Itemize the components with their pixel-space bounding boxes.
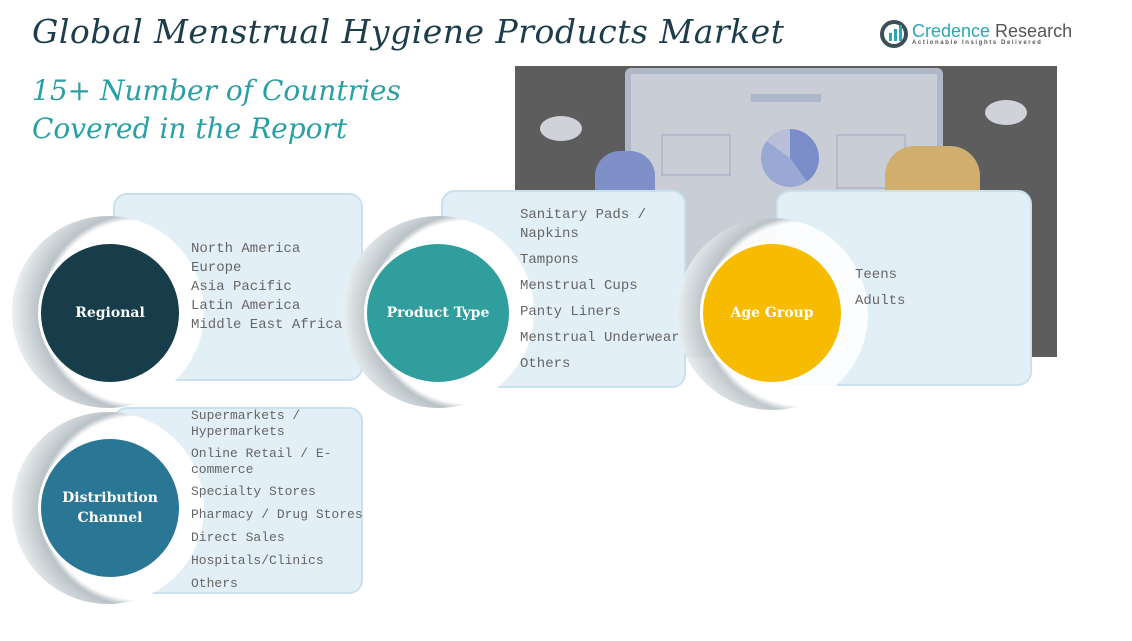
list-item: Direct Sales bbox=[191, 530, 285, 545]
regional-circle: Regional bbox=[38, 241, 182, 385]
list-item: Middle East Africa bbox=[191, 317, 343, 333]
list-item: Supermarkets / Hypermarkets bbox=[191, 408, 301, 439]
regional-list: North America Europe Asia Pacific Latin … bbox=[191, 240, 342, 335]
logo-name: Credence Research bbox=[912, 21, 1073, 41]
list-item: Hospitals/Clinics bbox=[191, 553, 324, 568]
credence-logo: Credence Research Actionable Insights De… bbox=[880, 20, 1072, 48]
page-title: Global Menstrual Hygiene Products Market bbox=[32, 12, 785, 51]
list-item: Online Retail / E-commerce bbox=[191, 446, 332, 477]
list-item: Europe bbox=[191, 260, 242, 276]
distribution-label: Distribution Channel bbox=[62, 490, 158, 526]
age-group-circle: Age Group bbox=[700, 241, 844, 385]
list-item: Menstrual Cups bbox=[520, 278, 638, 294]
list-item: Teens bbox=[855, 267, 898, 283]
logo-chart-icon bbox=[880, 20, 908, 48]
age-group-list: Teens Adults bbox=[855, 266, 905, 311]
distribution-circle: Distribution Channel bbox=[38, 436, 182, 580]
list-item: Panty Liners bbox=[520, 304, 621, 320]
product-type-circle: Product Type bbox=[364, 241, 512, 385]
subtitle-line: 15+ Number of Countries bbox=[32, 74, 401, 107]
regional-label: Regional bbox=[75, 305, 145, 321]
logo-tagline: Actionable Insights Delivered bbox=[912, 40, 1043, 46]
list-item: Others bbox=[520, 356, 571, 372]
list-item: Pharmacy / Drug Stores bbox=[191, 507, 363, 522]
product-type-label: Product Type bbox=[386, 305, 490, 321]
list-item: Sanitary Pads / Napkins bbox=[520, 207, 647, 242]
list-item: Latin America bbox=[191, 298, 301, 314]
list-item: Others bbox=[191, 576, 238, 591]
list-item: Tampons bbox=[520, 252, 579, 268]
subtitle: 15+ Number of Countries Covered in the R… bbox=[32, 72, 401, 148]
subtitle-line: Covered in the Report bbox=[32, 112, 348, 145]
product-type-list: Sanitary Pads / Napkins Tampons Menstrua… bbox=[520, 206, 680, 374]
list-item: Adults bbox=[855, 293, 906, 309]
list-item: Specialty Stores bbox=[191, 484, 316, 499]
list-item: Asia Pacific bbox=[191, 279, 292, 295]
list-item: Menstrual Underwear bbox=[520, 330, 680, 346]
list-item: North America bbox=[191, 241, 301, 257]
distribution-list: Supermarkets / Hypermarkets Online Retai… bbox=[191, 408, 363, 592]
age-group-label: Age Group bbox=[730, 305, 814, 321]
